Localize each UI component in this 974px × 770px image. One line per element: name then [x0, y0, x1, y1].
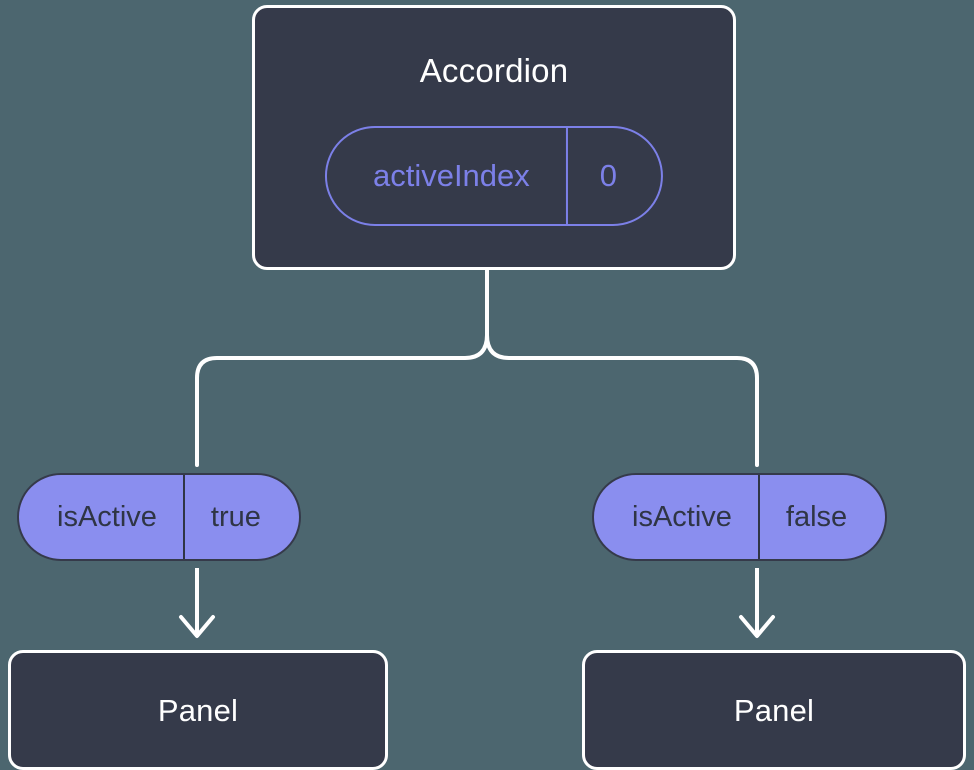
connector-branch-right	[485, 333, 759, 467]
prop-badge-is-active-true[interactable]: isActive true	[17, 473, 301, 561]
node-panel-left-title: Panel	[157, 692, 239, 728]
node-accordion[interactable]: Accordion activeIndex 0	[252, 5, 736, 270]
state-badge-active-index[interactable]: activeIndex 0	[324, 126, 664, 226]
state-badge-value: 0	[599, 158, 618, 193]
prop-badge-divider	[182, 475, 185, 559]
arrow-head-right-icon	[739, 615, 775, 638]
prop-badge-value: false	[785, 500, 848, 533]
arrow-head-left-icon	[179, 615, 215, 638]
prop-badge-is-active-false[interactable]: isActive false	[592, 473, 888, 561]
prop-badge-key: isActive	[632, 500, 732, 533]
state-badge-key: activeIndex	[372, 158, 530, 193]
prop-badge-divider	[757, 475, 760, 559]
connector-branch-left	[195, 333, 489, 467]
node-panel-left[interactable]: Panel	[8, 650, 388, 770]
state-badge-divider	[565, 128, 568, 224]
prop-badge-key: isActive	[57, 500, 157, 533]
node-accordion-title: Accordion	[419, 52, 569, 89]
node-panel-right[interactable]: Panel	[582, 650, 966, 770]
node-panel-right-title: Panel	[733, 692, 815, 728]
prop-badge-value: true	[210, 500, 261, 533]
